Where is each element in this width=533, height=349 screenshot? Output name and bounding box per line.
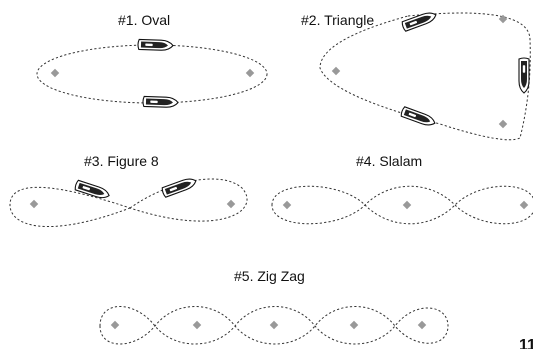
pattern-title-triangle: #2. Triangle — [301, 12, 375, 28]
pattern-title-zig-zag: #5. Zig Zag — [234, 268, 305, 284]
slalam-path — [271, 185, 533, 225]
buoy-icon — [417, 320, 427, 330]
buoy-icon — [50, 68, 60, 78]
jet-ski-icon — [137, 38, 174, 52]
buoy-icon — [269, 320, 279, 330]
slalam-pattern — [271, 185, 533, 225]
buoy-icon — [402, 200, 412, 210]
triangle-path — [319, 12, 531, 141]
pattern-title-figure-8: #3. Figure 8 — [84, 153, 159, 169]
jet-ski-icon — [400, 9, 439, 33]
oval-path — [36, 44, 268, 104]
jet-ski-icon — [160, 175, 199, 199]
jet-ski-icon — [518, 57, 530, 94]
oval-pattern — [36, 38, 268, 109]
pattern-title-slalam: #4. Slalam — [356, 153, 423, 169]
buoy-icon — [29, 199, 39, 209]
buoy-icon — [331, 66, 341, 76]
figure-8-path — [9, 178, 248, 227]
jet-ski-icon — [142, 95, 179, 109]
page-number: 11 — [519, 337, 533, 349]
buoy-icon — [226, 199, 236, 209]
pattern-title-oval: #1. Oval — [118, 12, 171, 28]
zig-zag-pattern — [99, 306, 449, 345]
zig-zag-path — [99, 306, 449, 345]
buoy-icon — [245, 68, 255, 78]
buoy-icon — [110, 320, 120, 330]
buoy-icon — [498, 14, 508, 24]
figure-8-pattern — [9, 175, 248, 227]
buoy-icon — [192, 320, 202, 330]
jet-ski-icon — [73, 179, 112, 201]
jet-ski-icon — [399, 105, 438, 129]
buoy-icon — [349, 320, 359, 330]
buoy-icon — [498, 119, 508, 129]
triangle-pattern — [319, 9, 531, 141]
buoy-icon — [519, 200, 529, 210]
buoy-icon — [282, 200, 292, 210]
